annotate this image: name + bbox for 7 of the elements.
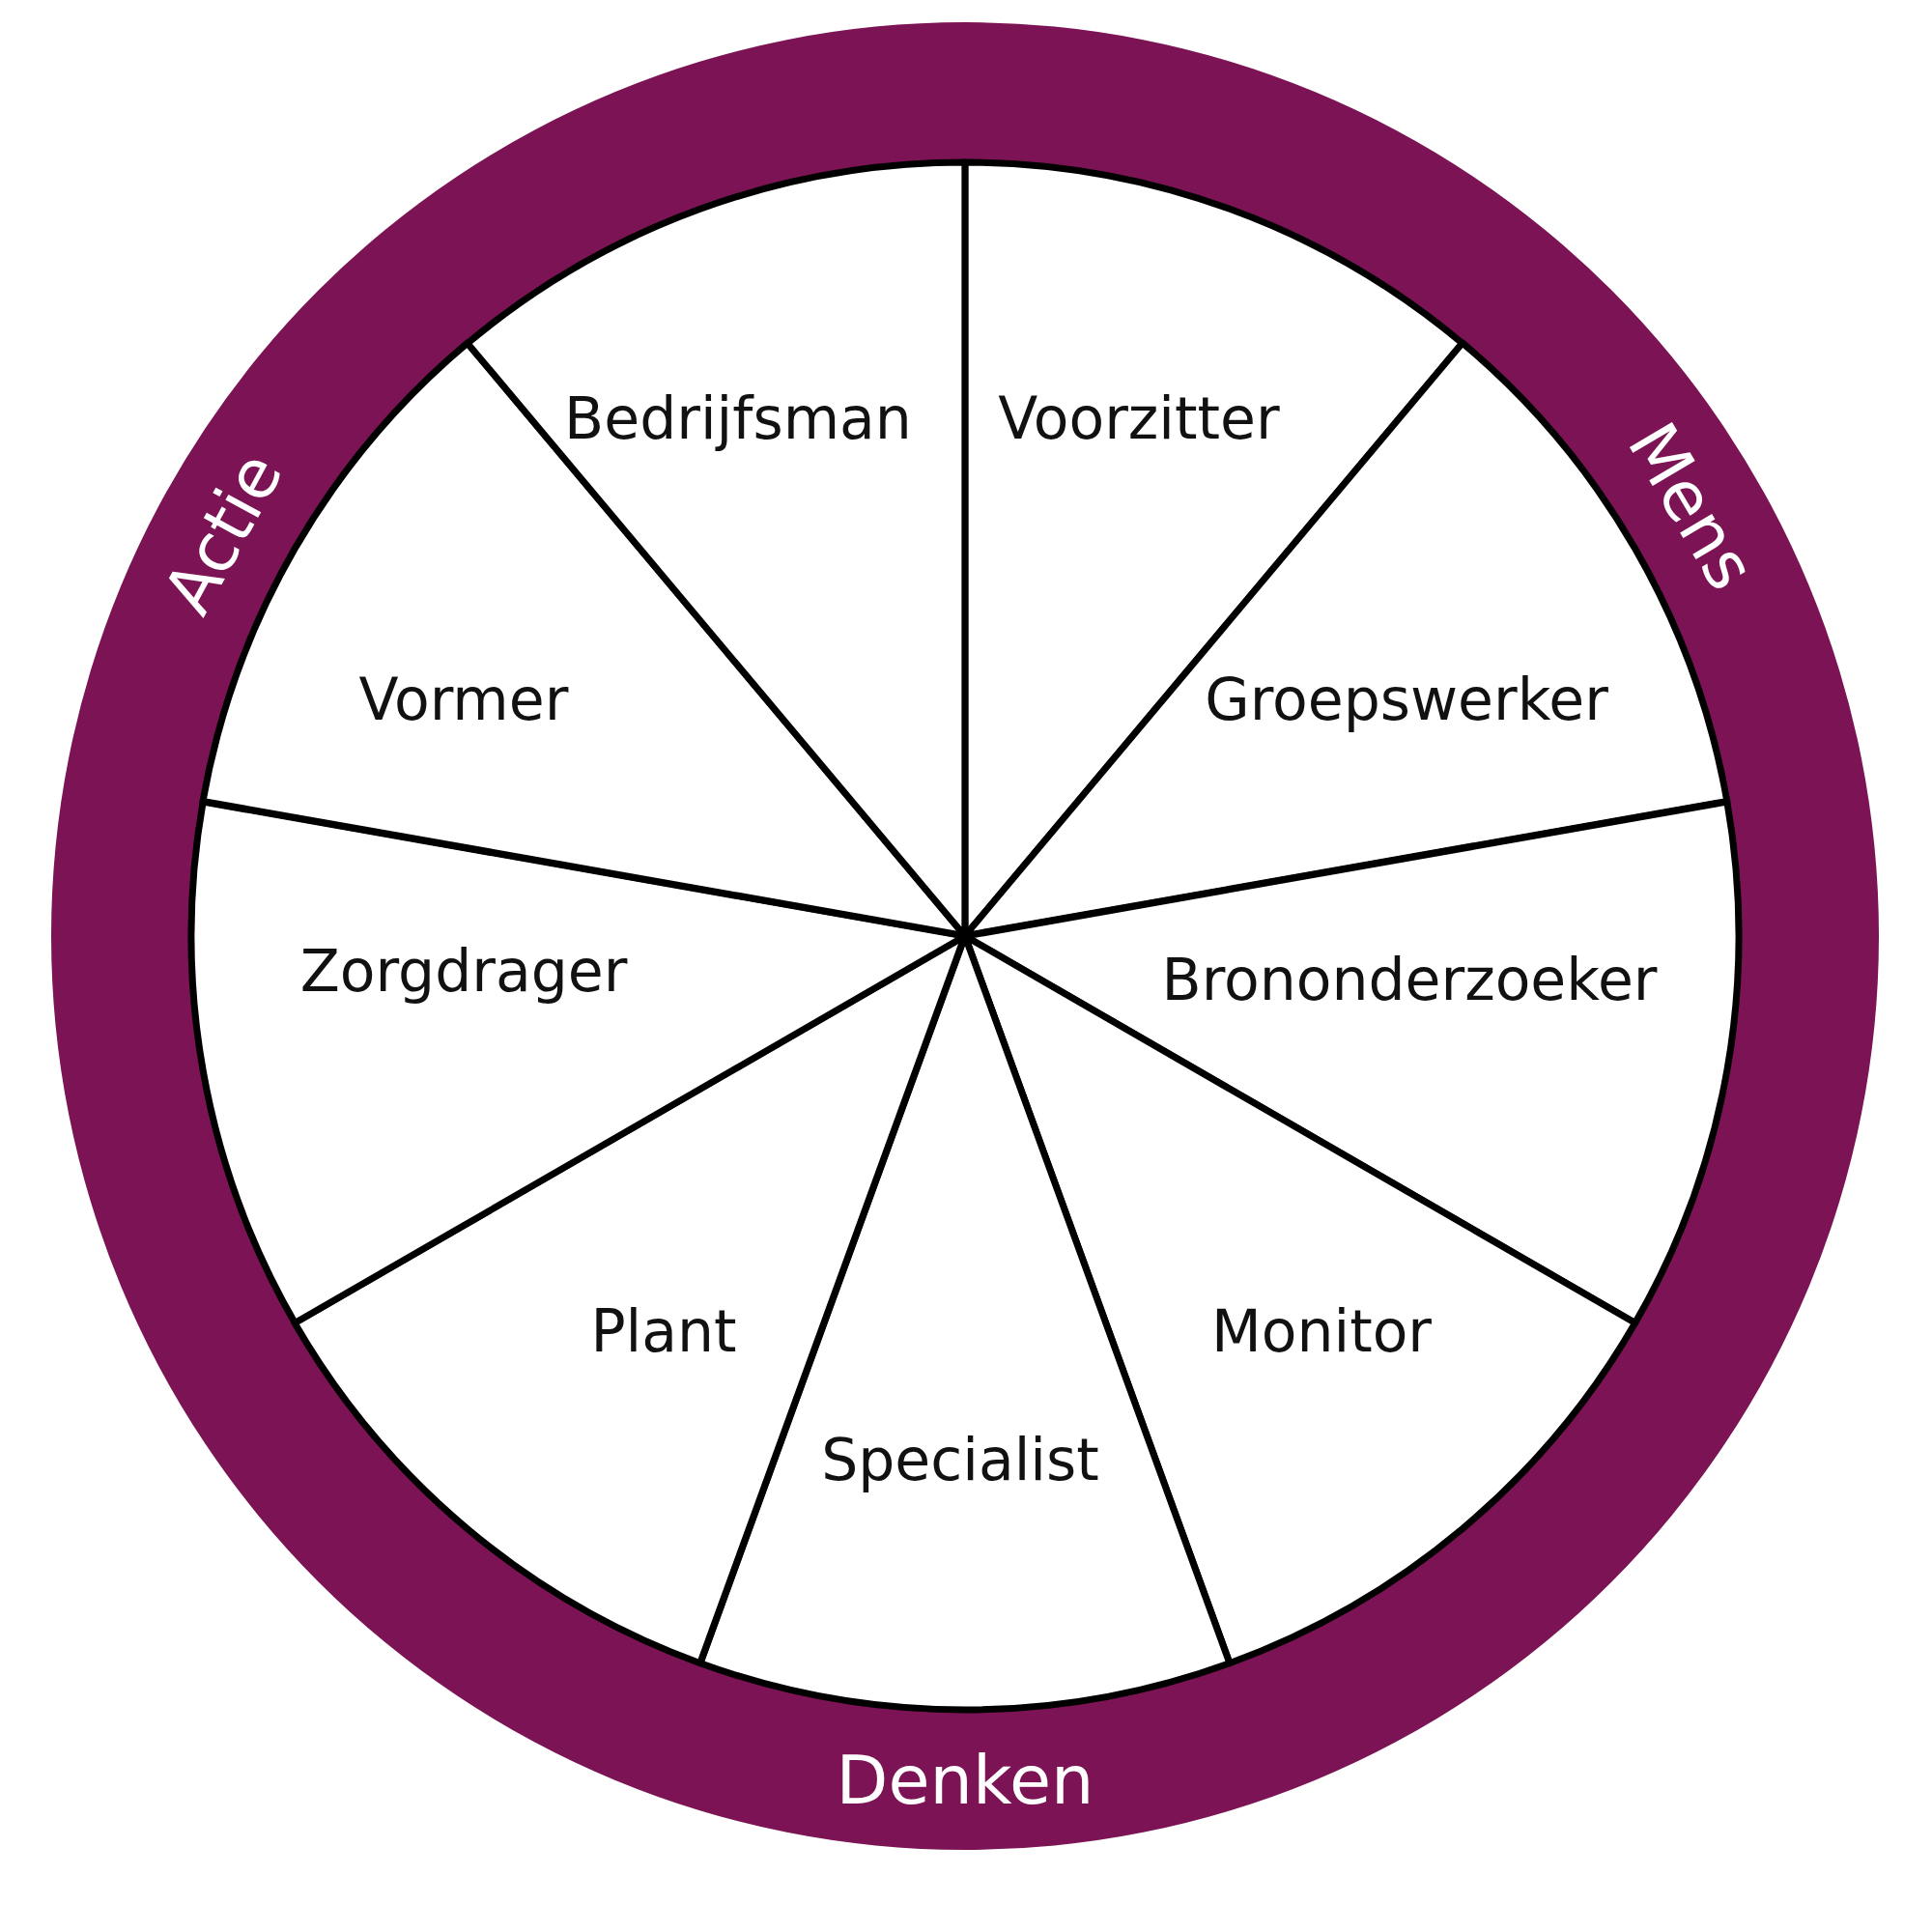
- ring-label: Denken: [836, 1746, 1094, 1814]
- segment-label: Brononderzoeker: [1161, 951, 1658, 1009]
- segment-label: Monitor: [1210, 1302, 1433, 1360]
- segment-label: Vormer: [358, 670, 569, 728]
- segment-label: Plant: [590, 1302, 737, 1360]
- ring-label: Actie: [153, 442, 294, 624]
- segment-label: Voorzitter: [998, 389, 1280, 447]
